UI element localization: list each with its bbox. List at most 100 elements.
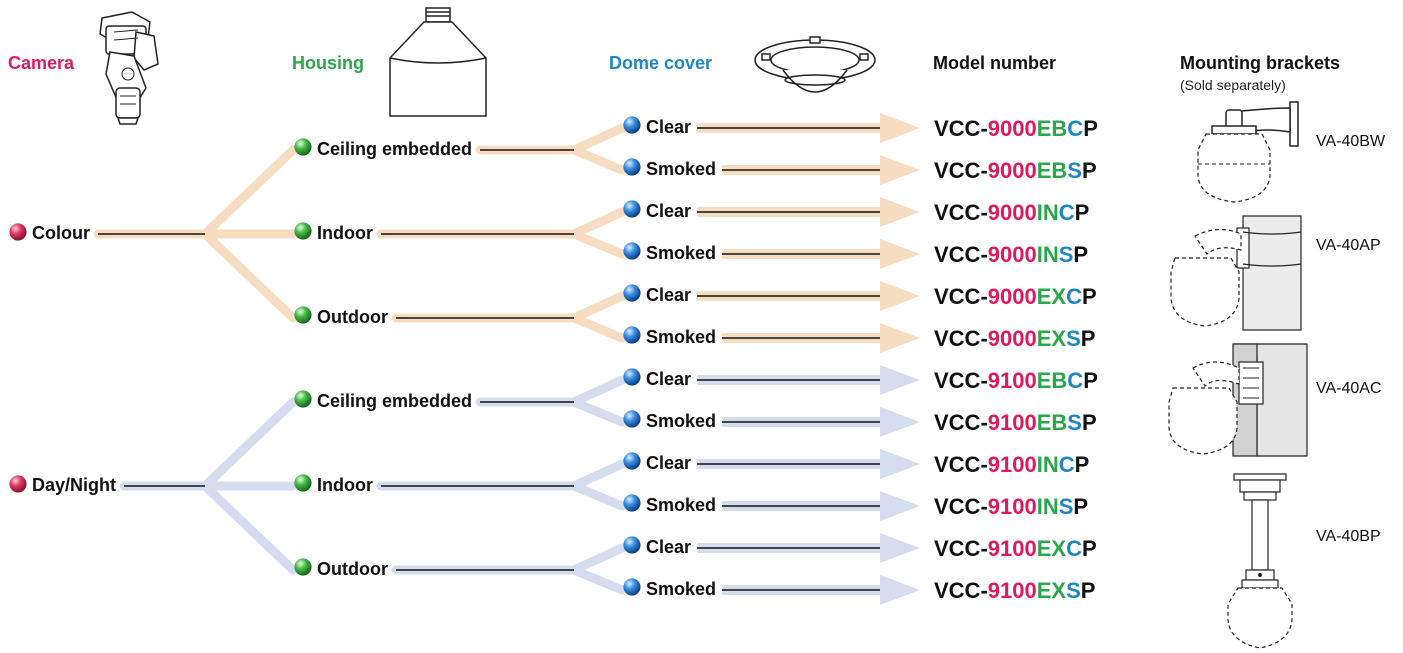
- model-part-suffix: P: [1082, 536, 1097, 561]
- model-part-housing: EB: [1037, 410, 1068, 435]
- housing-fork: [475, 123, 627, 175]
- model-number: VCC-9000INCP: [934, 200, 1089, 225]
- arrow-head: [880, 239, 920, 269]
- model-part-housing: IN: [1037, 452, 1059, 477]
- arrow-head: [880, 281, 920, 311]
- cover-label-smoked: Smoked: [646, 495, 716, 515]
- housing-bullet-icon: [294, 558, 312, 576]
- cover-label-smoked: Smoked: [646, 243, 716, 263]
- camera-bullet-icon: [9, 475, 27, 493]
- arrow-head: [880, 407, 920, 437]
- cover-label-clear: Clear: [646, 285, 691, 305]
- model-part-suffix: P: [1082, 410, 1097, 435]
- cover-bullet-icon: [623, 536, 641, 554]
- model-number: VCC-9100INSP: [934, 494, 1088, 519]
- model-number: VCC-9100EBSP: [934, 410, 1097, 435]
- model-part-suffix: P: [1081, 578, 1096, 603]
- model-part-cover: S: [1067, 410, 1082, 435]
- model-part-prefix: VCC-: [934, 284, 988, 309]
- camera-label-day-night: Day/Night: [32, 475, 116, 495]
- model-part-cover: C: [1059, 452, 1075, 477]
- housing-fork: [391, 291, 627, 343]
- model-part-suffix: P: [1083, 368, 1098, 393]
- arrow-head: [880, 449, 920, 479]
- pendant-pipe-bracket-icon: [1227, 473, 1293, 649]
- corner-bracket-icon: [1168, 343, 1308, 457]
- model-part-cover: C: [1059, 200, 1075, 225]
- model-part-cover: S: [1067, 158, 1082, 183]
- model-part-cover: C: [1066, 536, 1082, 561]
- cover-label-smoked: Smoked: [646, 159, 716, 179]
- model-part-prefix: VCC-: [934, 536, 988, 561]
- model-part-prefix: VCC-: [934, 116, 988, 141]
- arrow-head: [880, 365, 920, 395]
- model-part-housing: EX: [1037, 536, 1067, 561]
- housing-icon: [389, 7, 487, 117]
- model-part-cover: S: [1066, 578, 1081, 603]
- model-part-suffix: P: [1075, 200, 1090, 225]
- model-part-housing: EB: [1037, 116, 1068, 141]
- mounting-brackets-header: Mounting brackets: [1180, 53, 1341, 73]
- model-part-series: 9100: [988, 494, 1037, 519]
- bracket-name-va-40ap: VA-40AP: [1316, 237, 1381, 254]
- housing-label-ceiling-embedded: Ceiling embedded: [317, 139, 472, 159]
- model-part-prefix: VCC-: [934, 242, 988, 267]
- model-part-cover: S: [1066, 326, 1081, 351]
- bracket-name-va-40bp: VA-40BP: [1316, 528, 1381, 545]
- bracket-name-va-40bw: VA-40BW: [1316, 133, 1386, 150]
- camera-header: Camera: [8, 53, 75, 73]
- housing-header: Housing: [292, 53, 364, 73]
- model-part-housing: EB: [1037, 368, 1068, 393]
- arrow-head: [880, 323, 920, 353]
- camera-module-icon: [99, 11, 159, 125]
- model-part-cover: S: [1059, 242, 1074, 267]
- model-part-prefix: VCC-: [934, 368, 988, 393]
- model-part-series: 9000: [988, 242, 1037, 267]
- housing-label-ceiling-embedded: Ceiling embedded: [317, 391, 472, 411]
- camera-bullet-icon: [9, 223, 27, 241]
- cover-label-smoked: Smoked: [646, 327, 716, 347]
- arrow-head: [880, 491, 920, 521]
- model-number-header: Model number: [933, 53, 1057, 73]
- model-part-prefix: VCC-: [934, 158, 988, 183]
- model-part-housing: EX: [1037, 284, 1067, 309]
- model-part-suffix: P: [1073, 494, 1088, 519]
- pole-bracket-icon: [1170, 215, 1302, 331]
- cover-bullet-icon: [623, 578, 641, 596]
- cover-label-clear: Clear: [646, 453, 691, 473]
- cover-bullet-icon: [623, 116, 641, 134]
- model-part-series: 9100: [988, 536, 1037, 561]
- model-number: VCC-9100EXSP: [934, 578, 1095, 603]
- model-part-prefix: VCC-: [934, 326, 988, 351]
- model-part-prefix: VCC-: [934, 578, 988, 603]
- wall-bracket-icon: [1197, 101, 1299, 203]
- model-part-housing: IN: [1037, 494, 1059, 519]
- model-part-series: 9000: [988, 284, 1037, 309]
- housing-label-outdoor: Outdoor: [317, 559, 388, 579]
- arrow-head: [880, 155, 920, 185]
- model-part-suffix: P: [1082, 158, 1097, 183]
- model-part-series: 9100: [988, 452, 1037, 477]
- arrow-head: [880, 197, 920, 227]
- model-part-cover: S: [1059, 494, 1074, 519]
- model-part-housing: EX: [1037, 326, 1067, 351]
- housing-label-indoor: Indoor: [317, 475, 373, 495]
- cover-label-smoked: Smoked: [646, 579, 716, 599]
- arrow-head: [880, 575, 920, 605]
- cover-bullet-icon: [623, 326, 641, 344]
- model-number: VCC-9000EBSP: [934, 158, 1097, 183]
- model-part-cover: C: [1067, 368, 1083, 393]
- model-part-cover: C: [1067, 116, 1083, 141]
- model-part-series: 9000: [988, 200, 1037, 225]
- model-number: VCC-9000EXSP: [934, 326, 1095, 351]
- cover-bullet-icon: [623, 158, 641, 176]
- cover-bullet-icon: [623, 410, 641, 428]
- housing-fork: [376, 459, 627, 511]
- housing-label-outdoor: Outdoor: [317, 307, 388, 327]
- model-part-suffix: P: [1081, 326, 1096, 351]
- model-part-housing: IN: [1037, 242, 1059, 267]
- dome-cover-icon: [754, 36, 876, 93]
- model-number: VCC-9100EXCP: [934, 536, 1097, 561]
- cover-label-clear: Clear: [646, 117, 691, 137]
